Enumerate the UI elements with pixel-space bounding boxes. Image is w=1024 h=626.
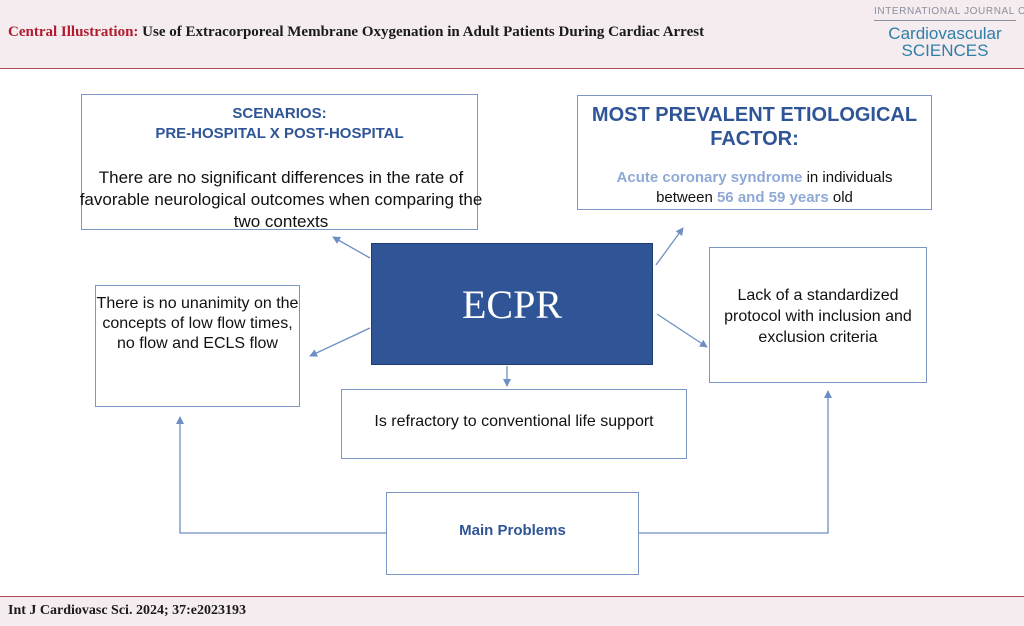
journal-logo: INTERNATIONAL JOURNAL OF Cardiovascular … xyxy=(874,6,1024,60)
etiology-text: Acute coronary syndrome in individuals b… xyxy=(578,168,931,208)
page-title: Central Illustration: Use of Extracorpor… xyxy=(8,24,704,41)
refractory-text: Is refractory to conventional life suppo… xyxy=(374,413,654,430)
etiology-text-2: between xyxy=(656,189,717,206)
logo-line-3: SCIENCES xyxy=(901,41,989,60)
arrow-main-to-flow xyxy=(176,416,386,534)
etiology-highlight-condition: Acute coronary syndrome xyxy=(616,169,803,186)
protocol-box: Lack of a standardized protocol with inc… xyxy=(709,247,927,383)
main-problems-label: Main Problems xyxy=(459,522,566,539)
citation: Int J Cardiovasc Sci. 2024; 37:e2023193 xyxy=(8,603,246,618)
etiology-highlight-age: 56 and 59 years xyxy=(716,189,829,206)
scenarios-text: There are no significant differences in … xyxy=(79,168,483,231)
flow-concepts-box: There is no unanimity on the concepts of… xyxy=(95,285,300,407)
ecpr-label: ECPR xyxy=(461,281,563,327)
ecpr-center-box: ECPR xyxy=(371,243,653,365)
arrow-to-flow xyxy=(309,327,371,357)
flow-concepts-text: There is no unanimity on the concepts of… xyxy=(96,295,299,352)
etiology-box: MOST PREVALENT ETIOLOGICAL FACTOR: Acute… xyxy=(577,95,932,210)
scenarios-heading: SCENARIOS: xyxy=(232,105,327,122)
main-problems-box: Main Problems xyxy=(386,492,639,575)
scenarios-box: SCENARIOS: PRE-HOSPITAL X POST-HOSPITAL … xyxy=(80,94,482,231)
protocol-text: Lack of a standardized protocol with inc… xyxy=(724,287,912,346)
arrow-to-etiology xyxy=(655,227,684,266)
arrow-to-scenarios xyxy=(332,236,371,259)
arrow-main-to-protocol xyxy=(639,390,832,534)
etiology-text-1: in individuals xyxy=(802,169,893,186)
scenarios-subheading: PRE-HOSPITAL X POST-HOSPITAL xyxy=(155,125,404,142)
etiology-text-3: old xyxy=(828,189,853,206)
refractory-box: Is refractory to conventional life suppo… xyxy=(341,389,687,459)
title-label: Central Illustration: xyxy=(8,24,139,40)
logo-line-1: INTERNATIONAL JOURNAL OF xyxy=(874,6,1024,21)
title-text: Use of Extracorporeal Membrane Oxygenati… xyxy=(142,24,705,40)
header-bar: Central Illustration: Use of Extracorpor… xyxy=(0,0,1024,69)
footer-bar: Int J Cardiovasc Sci. 2024; 37:e2023193 xyxy=(0,596,1024,626)
arrow-to-protocol xyxy=(656,313,708,348)
logo-line-2: Cardiovascular xyxy=(888,24,1002,43)
etiology-heading: MOST PREVALENT ETIOLOGICAL FACTOR: xyxy=(591,104,918,150)
